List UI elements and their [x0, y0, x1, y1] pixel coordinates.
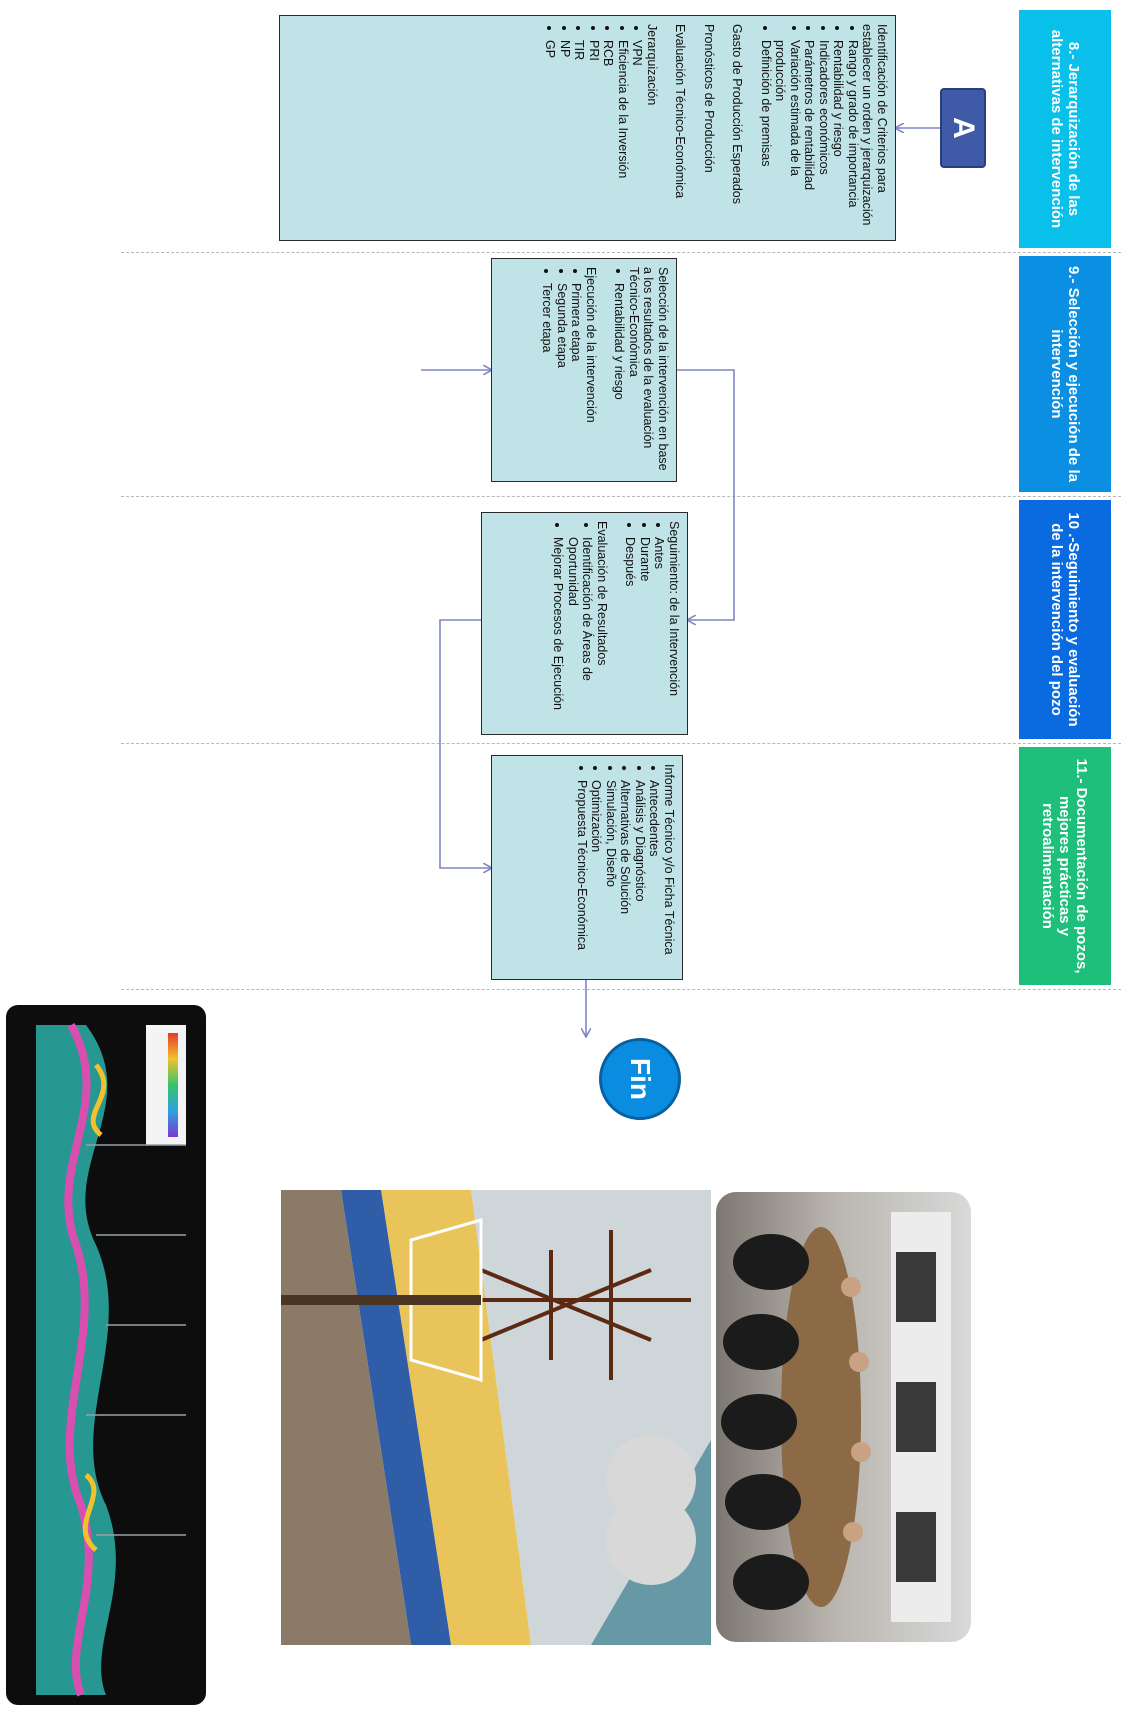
box11-item: Análisis y Diagnóstico: [633, 780, 647, 971]
box9-intro: Selección de la intervención en base a l…: [627, 267, 670, 471]
connector-arrows: [421, 0, 944, 1100]
box11-item: Optimización: [589, 780, 604, 971]
box11-item: Antecedentes: [647, 780, 662, 971]
box8-section: Pronósticos de Producción: [702, 24, 716, 173]
phase-11-box: Informe Técnico y/o Ficha Técnica Antece…: [491, 755, 683, 980]
box11-item: Alternativas de Solución: [618, 780, 633, 971]
box10-item: Mejorar Procesos de Ejecución: [551, 537, 566, 726]
box11-intro: Informe Técnico y/o Ficha Técnica: [662, 764, 676, 955]
arrow-box9-to-box10: [677, 369, 735, 620]
box11-item: Propuesta Técnico-Económica: [575, 780, 589, 971]
box8-metric: NP: [558, 40, 572, 232]
box10-eval-heading: Evaluación de Resultados: [595, 521, 609, 666]
phase-9-box: Selección de la intervención en base a l…: [491, 258, 677, 482]
box10-item: Identificación de Áreas de Oportunidad: [566, 537, 595, 726]
box8-item: Rango y grado de importancia: [846, 40, 860, 232]
box9-stage: Tercer etapa: [540, 283, 555, 473]
box8-metric: GP: [543, 40, 558, 232]
box8-intro: Identificación de Criterios para estable…: [860, 24, 890, 226]
connector-badge-a: A: [940, 88, 986, 168]
box9-item: Rentabilidad y riesgo: [612, 283, 627, 473]
box8-section: Jerarquización: [645, 24, 659, 106]
box8-item: Rentabilidad y riesgo: [831, 40, 846, 232]
box8-metric: RCB: [601, 40, 616, 232]
meeting-room-photo: [716, 1192, 971, 1642]
box9-exec-heading: Ejecución de la intervención: [584, 267, 598, 423]
box8-metric: VPN: [630, 40, 645, 232]
box8-section: Evaluación Técnico-Económica: [673, 24, 688, 199]
box10-timing: Antes: [652, 537, 667, 726]
box8-item: Variación estimada de la producción: [773, 40, 803, 232]
reservoir-model-image: [6, 1005, 206, 1705]
drilling-rig-illustration: [281, 1190, 711, 1645]
end-terminal: Fin: [599, 1038, 681, 1120]
phase-8-box: Identificación de Criterios para estable…: [279, 15, 896, 241]
box8-metric: Eficiencia de la Inversión: [616, 40, 630, 232]
box8-item: Indicadores económicos: [817, 40, 831, 232]
box9-stage: Segunda etapa: [555, 283, 569, 473]
box8-metric: PRI: [587, 40, 601, 232]
box10-intro: Seguimiento: de la Intervención: [667, 521, 681, 697]
box8-item: Parámetros de rentabilidad: [802, 40, 817, 232]
arrow-box10-to-box11: [439, 619, 491, 868]
box8-metric: TIR: [572, 40, 587, 232]
box8-section: Gasto de Producción Esperados: [730, 24, 745, 204]
box9-stage: Primera etapa: [569, 283, 584, 473]
box10-timing: Durante: [638, 537, 652, 726]
box10-timing: Después: [623, 537, 638, 726]
box11-item: Simulación, Diseño: [604, 780, 618, 971]
phase-10-box: Seguimiento: de la Intervención Antes Du…: [481, 512, 688, 735]
box8-item: Definición de premisas: [759, 40, 773, 232]
